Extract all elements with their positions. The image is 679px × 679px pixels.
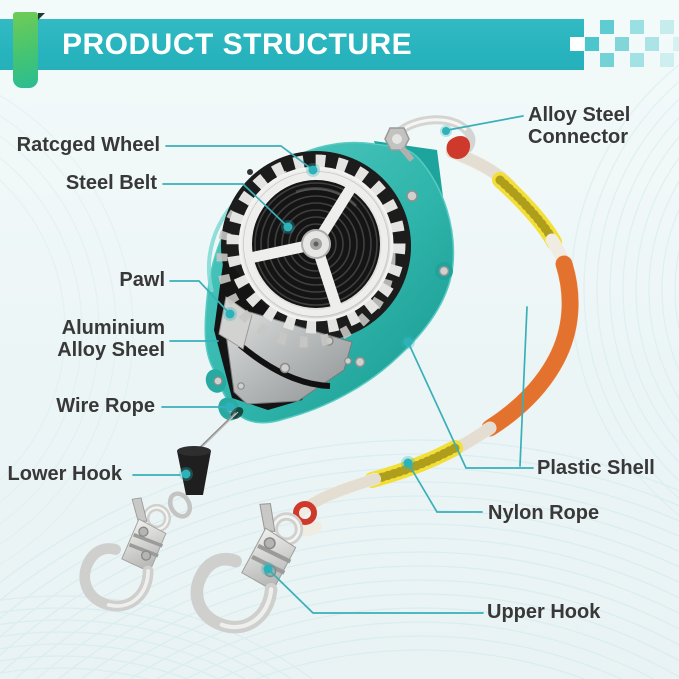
callout-dot-nylon-rope — [401, 456, 415, 470]
label-ratchet-wheel: Ratcged Wheel — [16, 134, 160, 156]
callout-line-ratchet-wheel — [165, 145, 314, 171]
callout-dot-wire-rope — [223, 400, 237, 414]
label-pawl: Pawl — [119, 269, 165, 291]
title-banner: PRODUCT STRUCTURE — [0, 19, 584, 70]
checker-square — [673, 37, 679, 51]
checker-square — [570, 37, 584, 51]
ribbon-decoration — [13, 12, 38, 88]
callout-line-alloy-steel-connector — [447, 115, 524, 131]
label-lower-hook: Lower Hook — [7, 463, 122, 485]
ribbon-fold-icon — [38, 13, 45, 20]
checker-square — [600, 20, 614, 34]
checker-square — [615, 37, 629, 51]
callout-line-pawl — [169, 280, 231, 315]
upper-hook-part — [190, 503, 304, 634]
callout-line-upper-hook — [267, 568, 484, 614]
label-upper-hook: Upper Hook — [487, 601, 601, 623]
label-plastic-shell: Plastic Shell — [537, 457, 655, 479]
label-wire-rope: Wire Rope — [56, 395, 155, 417]
callout-dot-lower-hook — [179, 467, 193, 481]
page-title: PRODUCT STRUCTURE — [62, 27, 413, 61]
ratchet-wheel-part — [216, 154, 406, 348]
checker-square — [660, 20, 674, 34]
callout-dot-pawl — [223, 307, 237, 321]
checker-square — [630, 53, 644, 67]
rope-orange-sheath — [481, 255, 579, 437]
callout-line-plastic-shell — [407, 306, 534, 469]
label-aluminium-alloy-shell: Aluminium Alloy Sheel — [57, 317, 165, 361]
label-alloy-steel-connector: Alloy Steel Connector — [528, 104, 631, 148]
wire-rope-cone-stopper — [167, 446, 211, 519]
callout-dot-steel-belt — [281, 220, 295, 234]
lower-hook-part — [79, 497, 172, 612]
checker-square — [600, 53, 614, 67]
checker-square — [645, 37, 659, 51]
callout-line-steel-belt — [162, 183, 289, 228]
callout-dot-upper-hook — [261, 562, 275, 576]
checker-square — [630, 20, 644, 34]
wire-rope-part — [197, 411, 239, 451]
callout-dots — [179, 125, 452, 576]
checker-square — [585, 37, 599, 51]
label-nylon-rope: Nylon Rope — [488, 502, 600, 524]
fall-arrester-device — [204, 141, 455, 424]
checker-square — [660, 53, 674, 67]
label-steel-belt: Steel Belt — [65, 172, 157, 194]
rope-thimble-lower — [293, 501, 317, 525]
callout-dot-ratchet-wheel — [306, 163, 320, 177]
callout-line-nylon-rope — [407, 462, 483, 513]
callout-dot-plastic-shell — [401, 335, 415, 349]
rope-thimble-upper — [446, 136, 471, 159]
callout-dot-alloy-steel-connector — [440, 125, 452, 137]
